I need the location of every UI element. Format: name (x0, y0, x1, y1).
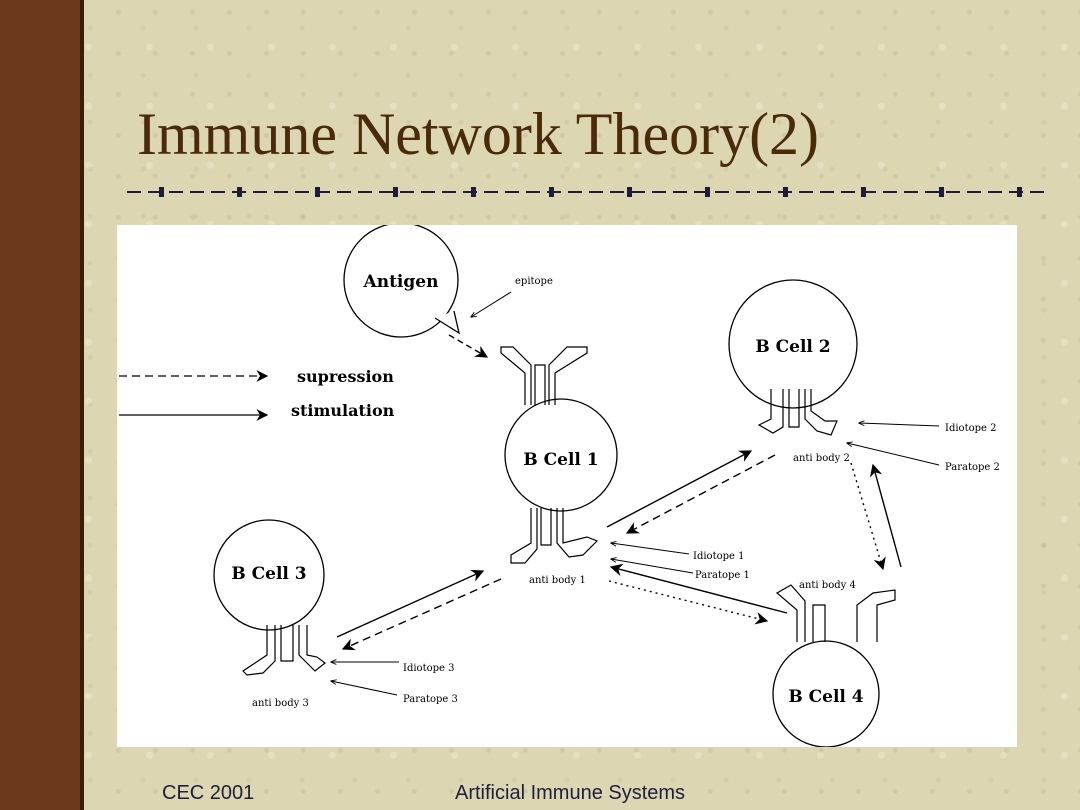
footer-left: CEC 2001 (162, 782, 255, 804)
footer-center: Artificial Immune Systems (455, 782, 686, 804)
legend-stimulation-label: stimulation (291, 401, 395, 420)
bcell1-receptor-top (500, 346, 588, 405)
bcell1-label: B Cell 1 (523, 450, 598, 470)
antibody2-label: anti body 2 (793, 453, 850, 464)
idiotope1-label: Idiotope 1 (693, 551, 744, 562)
bcell1-suppresses-bcell3 (341, 578, 502, 651)
bcell1-stimulates-bcell2 (606, 450, 753, 528)
border-edge (80, 0, 84, 810)
title-rule (127, 187, 1047, 197)
bcell4-receptor (775, 584, 896, 642)
bcell4-stimulates-bcell2 (869, 463, 902, 568)
bcell2-node (728, 279, 858, 409)
bcell4-stimulates-bcell1 (609, 563, 788, 614)
idiotope2-label: Idiotope 2 (945, 423, 996, 434)
antibody1-label: anti body 1 (529, 575, 586, 586)
bcell2-receptor (757, 389, 838, 436)
antibody4-label: anti body 4 (799, 580, 856, 591)
diagram-panel: Antigen B Cell 1 B Cell 2 B Cell 3 B Cel… (117, 225, 1017, 747)
antigen-to-bcell1-arrow (448, 334, 489, 358)
bcell1-node (504, 398, 618, 512)
immune-network-diagram: Antigen B Cell 1 B Cell 2 B Cell 3 B Cel… (119, 225, 1000, 747)
bcell2-label: B Cell 2 (755, 337, 830, 357)
bcell3-stimulates-bcell1 (336, 569, 485, 638)
epitope-label: epitope (515, 276, 553, 287)
antibody3-label: anti body 3 (252, 698, 309, 709)
antigen-label: Antigen (363, 272, 439, 292)
bcell4-node (772, 640, 880, 747)
bcell4-label: B Cell 4 (788, 687, 863, 707)
bcell2-suppresses-bcell1 (625, 454, 776, 534)
legend-suppression-label: supression (297, 367, 394, 386)
paratope1-label: Paratope 1 (695, 570, 750, 581)
slide-title: Immune Network Theory(2) (137, 101, 820, 167)
epitope-shape (434, 310, 460, 335)
antigen-node (343, 225, 459, 338)
bcell2-dotted-to-bcell4 (850, 462, 886, 571)
bcell1-receptor-bottom (510, 508, 599, 564)
bcell3-label: B Cell 3 (231, 564, 306, 584)
bcell3-receptor (242, 625, 326, 676)
wood-border (0, 0, 80, 810)
paratope3-label: Paratope 3 (403, 694, 458, 705)
bcell3-node (213, 519, 325, 631)
paratope2-label: Paratope 2 (945, 462, 1000, 473)
idiotope3-label: Idiotope 3 (403, 663, 454, 674)
